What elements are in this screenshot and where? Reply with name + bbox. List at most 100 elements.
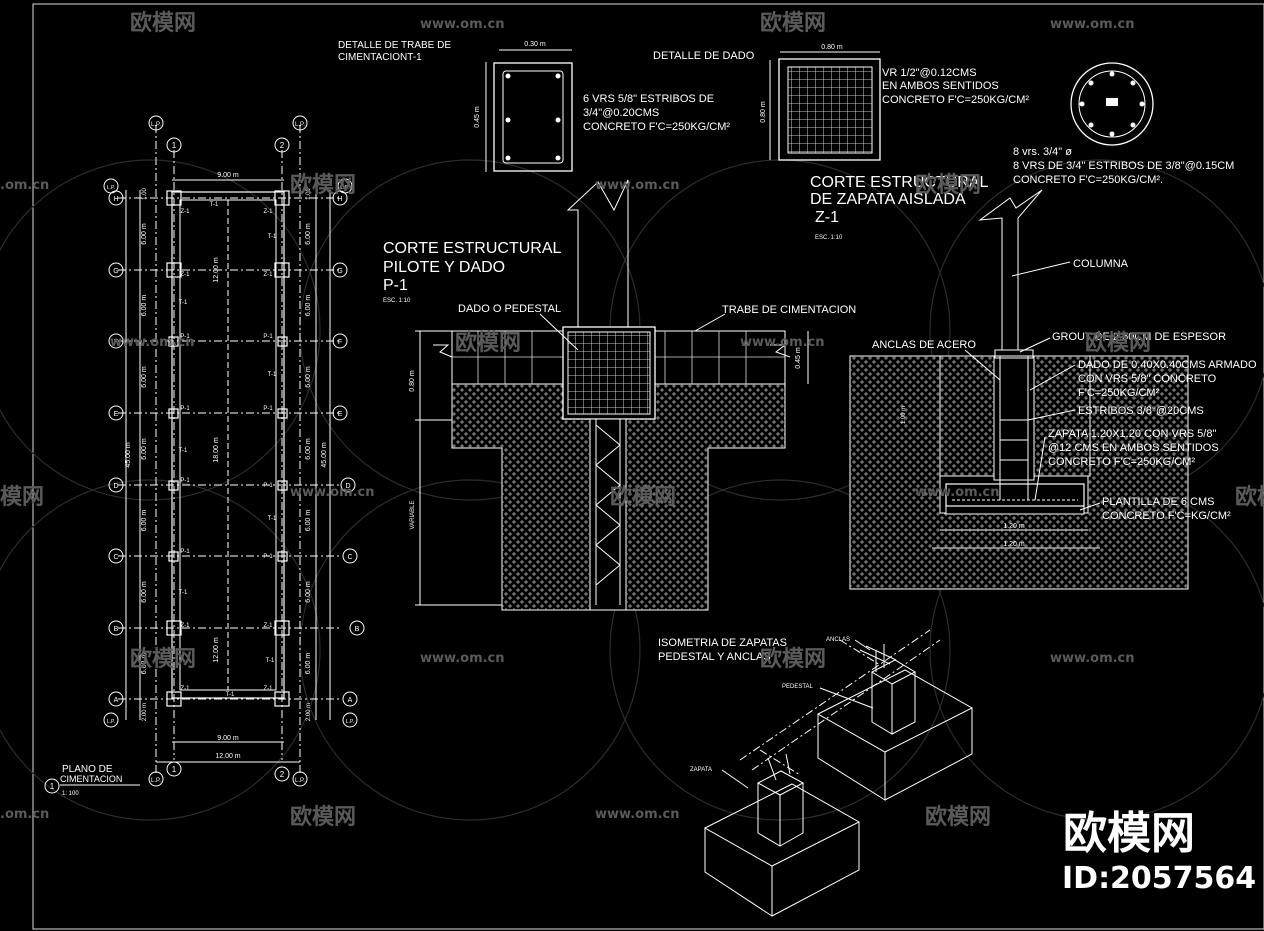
wm-site-4: www.om.cn (110, 335, 195, 350)
pilote-dim-080: 0.80 m (409, 370, 416, 392)
watermark-texts: www.om.cn www.om.cn 欧模网 欧模网 .om.cn www.o… (0, 10, 1264, 830)
trabe-note-2: 3/4"@0.20CMS (583, 107, 659, 119)
zapata-columna: COLUMNA (1073, 258, 1129, 270)
plan-bay-half-left: 2.00 m (142, 703, 148, 721)
zapata-grout: GROUT DE 2.50CM DE ESPESOR (1052, 331, 1226, 343)
grid-col-2-bottom: 2 (280, 770, 285, 779)
wm-partial-1: .om.cn (0, 178, 49, 193)
wm-site-1: www.om.cn (420, 17, 505, 32)
trabe-width: 0.30 m (524, 41, 546, 48)
wm-site-10: www.om.cn (595, 807, 680, 822)
plan-member-label: Z-1 (264, 686, 274, 692)
dado-note-2: EN AMBOS SENTIDOS (882, 80, 999, 92)
column-round-section (1070, 62, 1154, 146)
wm-brand-3: 欧模网 (290, 172, 356, 198)
pilote-label-dado: DADO O PEDESTAL (458, 303, 561, 315)
plan-bay-top-right: 1.00 (306, 188, 312, 200)
wm-partial-2: 模网 (0, 485, 44, 510)
pilote-scale: ESC. 1:10 (383, 298, 411, 304)
wm-brand-7: 欧模网 (610, 484, 676, 510)
plan-bay-labels: 6.00 m 6.00 m 6.00 m 6.00 m 6.00 m 6.00 m 6.00… (141, 188, 312, 722)
plan-bay-right: 6.00 m (305, 366, 312, 388)
plan-bay-right: 6.00 m (305, 223, 312, 245)
wm-brand-1: 欧模网 (130, 10, 196, 36)
zapata-dim-a: 1.20 m (1003, 523, 1025, 530)
wm-brand-9: 欧模网 (130, 646, 196, 672)
lp-bubble-bl: L.P. (151, 778, 161, 784)
row-e-right: E (338, 411, 343, 418)
zapata-zap-1: ZAPATA 1.20X1.20 CON VRS 5/8" (1048, 428, 1216, 440)
iso-pedestal: PEDESTAL (782, 684, 814, 690)
plan-inner-dim-1: 12.00 m (213, 257, 220, 282)
lp-bubble-tl: L.P. (151, 122, 161, 128)
zapata-dado-2: CON VRS 5/8" CONCRETO (1078, 373, 1217, 385)
row-c-right: C (347, 554, 352, 561)
columna-note-1: 8 vrs. 3/4" ø (1013, 146, 1072, 158)
wm-brand-6: 欧模网 (1085, 330, 1151, 356)
plan-bay-left: 6.00 m (141, 295, 148, 317)
plan-inner-dim-3: 12.00 m (213, 637, 220, 662)
dado-width: 0.80 m (821, 44, 843, 51)
grid-col-1-bottom: 1 (172, 765, 177, 774)
trabe-height: 0.45 m (474, 106, 481, 128)
plan-number: 1 (50, 782, 55, 791)
row-g-right: G (337, 268, 342, 275)
pilote-dim-045: 0.45 m (795, 347, 802, 369)
plan-dim-bottom-2: 12.00 m (215, 753, 240, 760)
trabe-section (485, 49, 573, 172)
plan-member-label: T-1 (179, 300, 188, 306)
dado-section (769, 51, 881, 161)
plan-inner-dim-2: 18.00 m (213, 437, 220, 462)
wm-brand-5: 欧模网 (455, 330, 521, 356)
iso-anclas: ANCLAS (826, 637, 850, 643)
trabe-title-line1: DETALLE DE TRABE DE (338, 40, 451, 51)
sheet-border (32, 3, 1264, 930)
plan-bay-right: 6.00 m (305, 510, 312, 532)
lp-row-bottom-right: L.P. (346, 719, 354, 725)
wm-site-8: www.om.cn (420, 651, 505, 666)
zapata-dim-v: 1.00 m (901, 406, 907, 424)
pilote-label-trabe: TRABE DE CIMENTACION (722, 304, 856, 316)
wm-site-5: www.om.cn (740, 335, 825, 350)
plan-member-label: T-1 (266, 658, 275, 664)
lp-row-bottom-left: L.P. (107, 719, 115, 725)
plan-bay-left: 6.00 m (141, 438, 148, 460)
plan-grid-col-bubbles (44, 115, 308, 794)
plan-member-label: P-1 (180, 478, 190, 484)
row-g-left: G (113, 268, 118, 275)
plan-member-label: Z-1 (264, 623, 274, 629)
plan-member-label: Z-1 (181, 272, 191, 278)
plan-bay-left: 6.00 m (141, 653, 148, 675)
row-f-right: F (338, 339, 342, 346)
row-a-left: A (114, 697, 119, 704)
wm-brand-10: 欧模网 (760, 646, 826, 672)
plan-bay-left: 6.00 m (141, 223, 148, 245)
lp-bubble-br: L.P. (295, 778, 305, 784)
row-c-left: C (113, 554, 118, 561)
zapata-title-1: CORTE ESTRUCTURAL (810, 174, 988, 191)
row-a-right: A (348, 697, 353, 704)
pilote-section (415, 179, 809, 611)
plan-member-label: P-1 (180, 549, 190, 555)
foundation-plan (118, 125, 340, 775)
plan-grid-row-bubbles (103, 178, 365, 728)
plan-bay-left: 6.00 m (141, 581, 148, 603)
plan-member-label: P-1 (263, 483, 273, 489)
row-h-left: H (113, 196, 118, 203)
wm-id: ID:2057564 (1062, 861, 1256, 896)
plan-dim-bottom-1: 9.00 m (217, 735, 239, 742)
plan-member-label: T-1 (179, 448, 188, 454)
wm-site-9: www.om.cn (1050, 651, 1135, 666)
row-b-left: B (114, 626, 119, 633)
plan-member-label: T-1 (268, 516, 277, 522)
plan-bay-right: 6.00 m (305, 295, 312, 317)
plan-bay-half-right: 2.00 m (306, 703, 312, 721)
wm-site-7: www.om.cn (915, 485, 1000, 500)
plan-bay-top-left: 1.00 (142, 188, 148, 200)
plan-bay-left: 6.00 m (141, 510, 148, 532)
row-d-right: D (345, 483, 350, 490)
wm-brand-4: 欧模网 (915, 172, 981, 198)
zapata-plantilla-2: CONCRETO F'C=KG/CM² (1102, 510, 1231, 522)
